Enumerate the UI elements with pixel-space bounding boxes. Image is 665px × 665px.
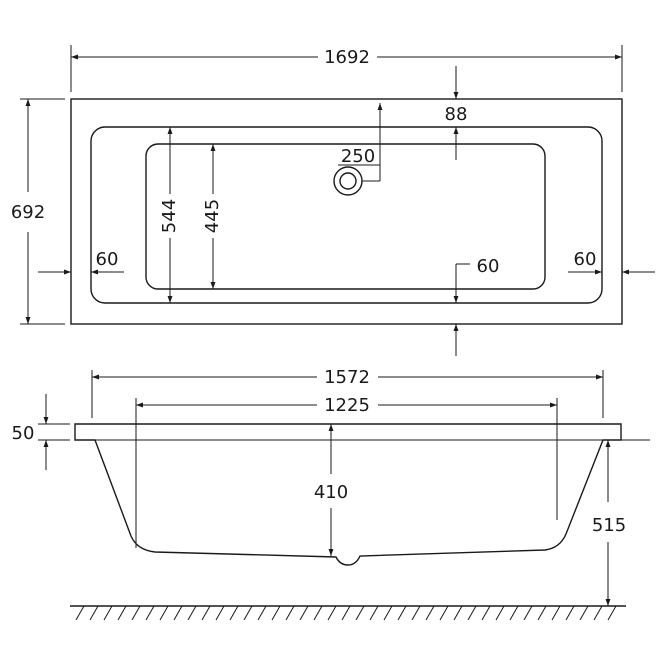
dim-right-rim: 60: [568, 249, 655, 275]
floor-hatch-mark: [299, 605, 309, 621]
floor-hatch-mark: [579, 605, 589, 621]
floor-hatch-mark: [369, 605, 379, 621]
dim-base-width: 445: [202, 144, 223, 289]
floor-hatch-mark: [75, 605, 85, 621]
dim-label-right-rim: 60: [574, 249, 597, 270]
dim-front-rim: 60: [453, 256, 500, 356]
dim-label-rim-to-base-end: 88: [445, 104, 468, 125]
floor-hatch-mark: [439, 605, 449, 621]
floor-hatch-mark: [467, 605, 477, 621]
dim-label-waste-offset: 250: [341, 146, 375, 167]
floor-hatch-mark: [159, 605, 169, 621]
waste-outlet-icon: [333, 166, 363, 196]
floor-hatch-mark: [117, 605, 127, 621]
dim-label-rim-thickness: 50: [12, 423, 35, 444]
floor-hatch-mark: [145, 605, 155, 621]
floor-hatch-mark: [411, 605, 421, 621]
floor-hatch-mark: [537, 605, 547, 621]
floor-hatch-mark: [271, 605, 281, 621]
floor-hatch-mark: [397, 605, 407, 621]
floor-hatch-mark: [229, 605, 239, 621]
side-view: 1572 1225 50 410 515: [12, 367, 650, 621]
dim-top-length: 1572: [91, 367, 604, 418]
dim-overall-width: 692: [11, 98, 65, 325]
floor-hatch-mark: [355, 605, 365, 621]
floor-hatch-mark: [509, 605, 519, 621]
plan-view: 1692 692 544 445 250: [11, 45, 655, 356]
floor-hatch-mark: [495, 605, 505, 621]
floor-hatch-mark: [285, 605, 295, 621]
tub-base-outline: [145, 143, 546, 290]
dim-label-base-width: 445: [202, 199, 223, 233]
dim-rim-thickness: 50: [12, 394, 70, 470]
floor-hatch-mark: [243, 605, 253, 621]
floor-hatch-mark: [551, 605, 561, 621]
floor-hatch-mark: [383, 605, 393, 621]
floor-hatch-mark: [201, 605, 211, 621]
dim-waste-offset: 250: [338, 103, 383, 181]
floor-hatch-mark: [187, 605, 197, 621]
dim-label-overall-height: 515: [592, 515, 626, 536]
floor-hatch-mark: [593, 605, 603, 621]
dim-label-base-length: 1225: [324, 395, 370, 416]
dim-label-overall-width: 692: [11, 202, 45, 223]
dim-label-top-length: 1572: [324, 367, 370, 388]
floor-hatch-mark: [89, 605, 99, 621]
floor-hatch-mark: [173, 605, 183, 621]
floor-hatch-mark: [523, 605, 533, 621]
floor-hatching: [70, 605, 626, 621]
dim-label-overall-length: 1692: [324, 47, 370, 68]
dim-base-length: 1225: [135, 395, 558, 548]
floor-hatch-mark: [257, 605, 267, 621]
dim-label-depth: 410: [314, 482, 348, 503]
floor-hatch-mark: [481, 605, 491, 621]
floor-hatch-mark: [215, 605, 225, 621]
floor-hatch-mark: [425, 605, 435, 621]
floor-hatch-mark: [131, 605, 141, 621]
tub-outer-rim-outline: [70, 98, 623, 325]
floor-hatch-mark: [103, 605, 113, 621]
dim-left-rim: 60: [38, 249, 124, 275]
dim-label-left-rim: 60: [96, 249, 119, 270]
dim-overall-height: 515: [592, 439, 650, 606]
tub-side-profile: [74, 423, 622, 566]
dim-label-rim-inner-width: 544: [159, 199, 180, 233]
dim-label-front-rim: 60: [477, 256, 500, 277]
dim-overall-length: 1692: [70, 45, 623, 92]
floor-hatch-mark: [313, 605, 323, 621]
dim-rim-to-base-end: 88: [436, 66, 476, 160]
floor-hatch-mark: [453, 605, 463, 621]
floor-hatch-mark: [327, 605, 337, 621]
dim-rim-inner-width: 544: [159, 127, 180, 303]
tub-inner-rim-outline: [90, 126, 603, 304]
dim-depth: 410: [314, 424, 348, 556]
floor-hatch-mark: [565, 605, 575, 621]
floor-hatch-mark: [341, 605, 351, 621]
floor-hatch-mark: [607, 605, 617, 621]
